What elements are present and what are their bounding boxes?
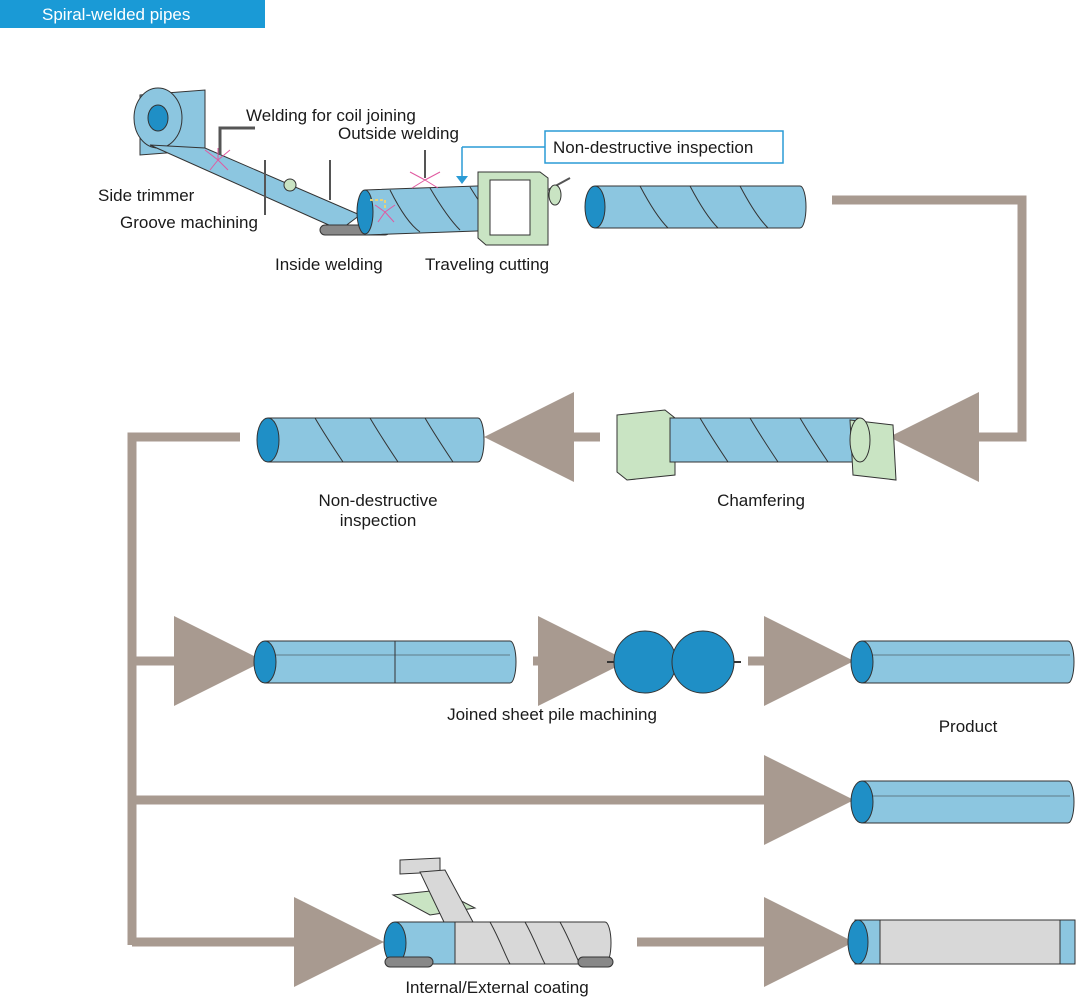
- label-welding-for-coil-joining: Welding for coil joining: [246, 106, 416, 125]
- traveling-cutter: [477, 171, 571, 246]
- coated-product-pipe: [847, 919, 1076, 965]
- label-traveling-cutting: Traveling cutting: [425, 255, 549, 274]
- product-pipe-2: [850, 780, 1075, 824]
- outside-welder: [409, 150, 441, 189]
- label-ndi-line2: inspection: [340, 511, 417, 530]
- pipe-after-cutting: [584, 185, 807, 229]
- coil-joining-welder: [204, 126, 255, 171]
- inside-welder: [370, 199, 396, 223]
- label-inside-welding: Inside welding: [275, 255, 383, 274]
- coil: [133, 87, 206, 156]
- label-side-trimmer: Side trimmer: [98, 186, 195, 205]
- title-bar: Spiral-welded pipes: [0, 0, 265, 28]
- label-chamfering: Chamfering: [717, 491, 805, 510]
- side-trimmer-rolls: [264, 160, 331, 215]
- forming-pipe: [356, 184, 506, 236]
- label-non-destructive-inspection-callout: Non-destructive inspection: [553, 138, 753, 157]
- label-internal-external-coating: Internal/External coating: [405, 978, 588, 997]
- chamfering-machine: [616, 409, 897, 481]
- label-ndi-line1: Non-destructive: [318, 491, 437, 510]
- page-title: Spiral-welded pipes: [42, 5, 191, 24]
- flow-trunk-left: [127, 432, 240, 945]
- label-groove-machining: Groove machining: [120, 213, 258, 232]
- label-joined-sheet-pile-machining: Joined sheet pile machining: [447, 705, 657, 724]
- coating-pipe: [383, 921, 614, 968]
- label-product: Product: [939, 717, 998, 736]
- inspection-callout-box: [544, 130, 784, 164]
- label-outside-welding: Outside welding: [338, 124, 459, 143]
- product-pipe-1: [850, 640, 1075, 684]
- pipe-sheet-pile: [253, 640, 517, 684]
- joined-pile-cross-section: [607, 630, 741, 694]
- flow-arrow-to-chamfering: [832, 195, 1027, 482]
- pipe-ndi: [256, 417, 485, 463]
